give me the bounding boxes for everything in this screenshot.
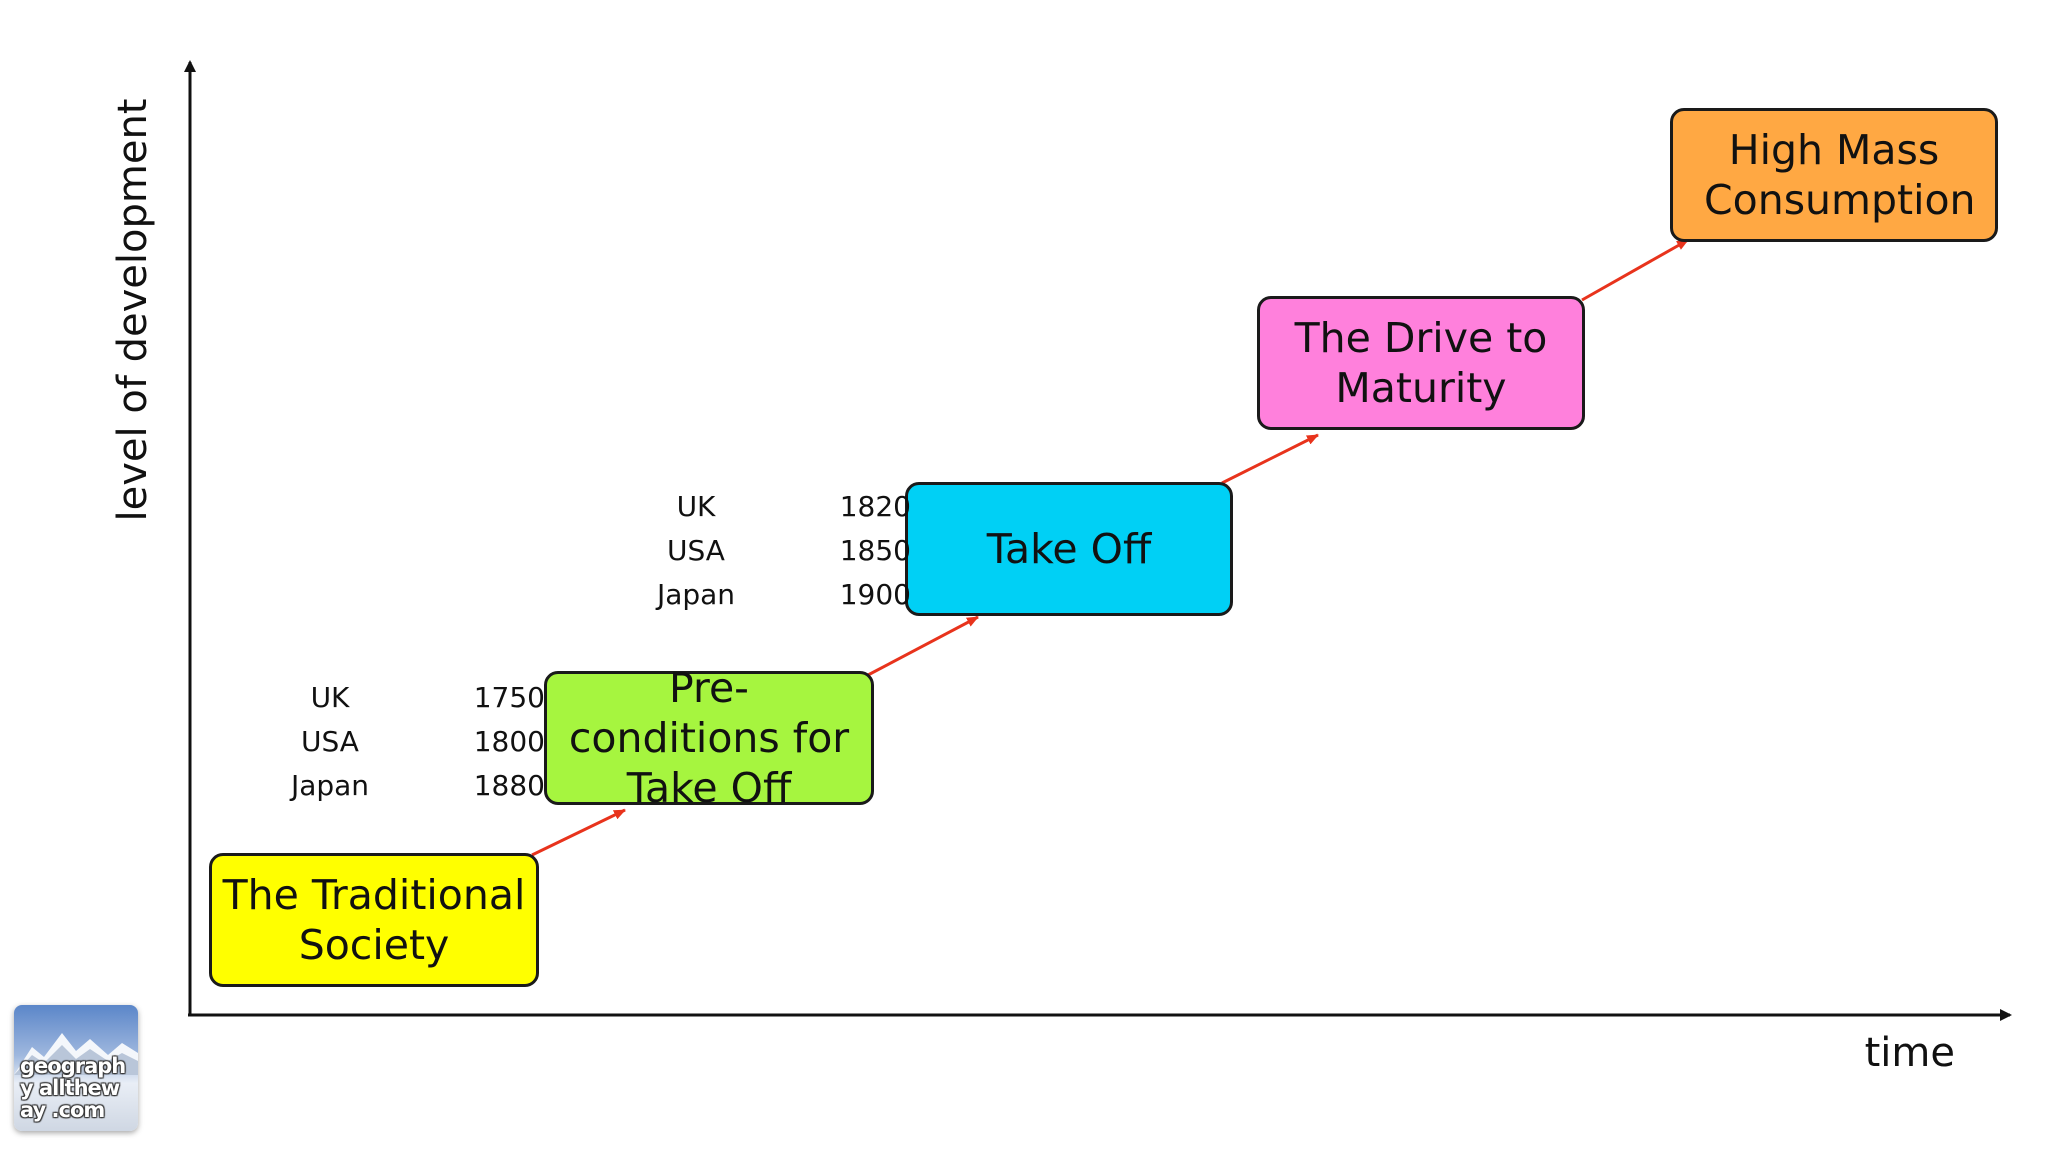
date-row: Japan 1880 xyxy=(275,764,545,808)
year-label: 1800 xyxy=(473,725,545,758)
y-axis-label: level of development xyxy=(110,98,156,522)
date-row: UK 1820 xyxy=(641,485,911,529)
country-label: USA xyxy=(301,725,359,758)
country-label: Japan xyxy=(290,769,370,802)
date-row: USA 1850 xyxy=(641,529,911,573)
stage-label: The Drive to Maturity xyxy=(1294,314,1548,412)
country-label: UK xyxy=(310,681,350,714)
date-table-take-off: UK 1820 USA 1850 Japan 1900 xyxy=(641,485,911,617)
connector-arrow-4 xyxy=(1581,238,1689,302)
year-label: 1820 xyxy=(839,490,911,523)
stage-box-high-mass-consumption: High Mass Consumption xyxy=(1670,108,1998,242)
x-axis-label: time xyxy=(1864,1030,1955,1076)
mountain-icon xyxy=(14,1033,138,1075)
country-label: UK xyxy=(676,490,716,523)
stage-label: Take Off xyxy=(986,525,1152,573)
country-label: Japan xyxy=(656,578,736,611)
connector-arrow-2 xyxy=(867,615,979,677)
year-label: 1750 xyxy=(473,681,545,714)
date-row: USA 1800 xyxy=(275,720,545,764)
stage-box-traditional-society: The Traditional Society xyxy=(209,853,539,987)
year-label: 1900 xyxy=(839,578,911,611)
date-table-preconditions: UK 1750 USA 1800 Japan 1880 xyxy=(275,676,545,808)
connector-arrow-3 xyxy=(1221,433,1319,485)
stage-label: The Traditional Society xyxy=(222,871,526,969)
year-label: 1850 xyxy=(839,534,911,567)
site-logo: geography alltheway .com xyxy=(14,1005,138,1131)
stage-label: Pre-conditions for Take Off xyxy=(568,664,850,812)
connector-arrow-1 xyxy=(531,808,626,857)
date-row: Japan 1900 xyxy=(641,573,911,617)
stage-box-take-off: Take Off xyxy=(905,482,1233,616)
date-row: UK 1750 xyxy=(275,676,545,720)
stage-box-drive-to-maturity: The Drive to Maturity xyxy=(1257,296,1585,430)
country-label: USA xyxy=(667,534,725,567)
stage-box-preconditions: Pre-conditions for Take Off xyxy=(544,664,874,812)
stage-label: High Mass Consumption xyxy=(1704,126,1976,224)
logo-text: geography alltheway .com xyxy=(20,1054,126,1122)
year-label: 1880 xyxy=(473,769,545,802)
